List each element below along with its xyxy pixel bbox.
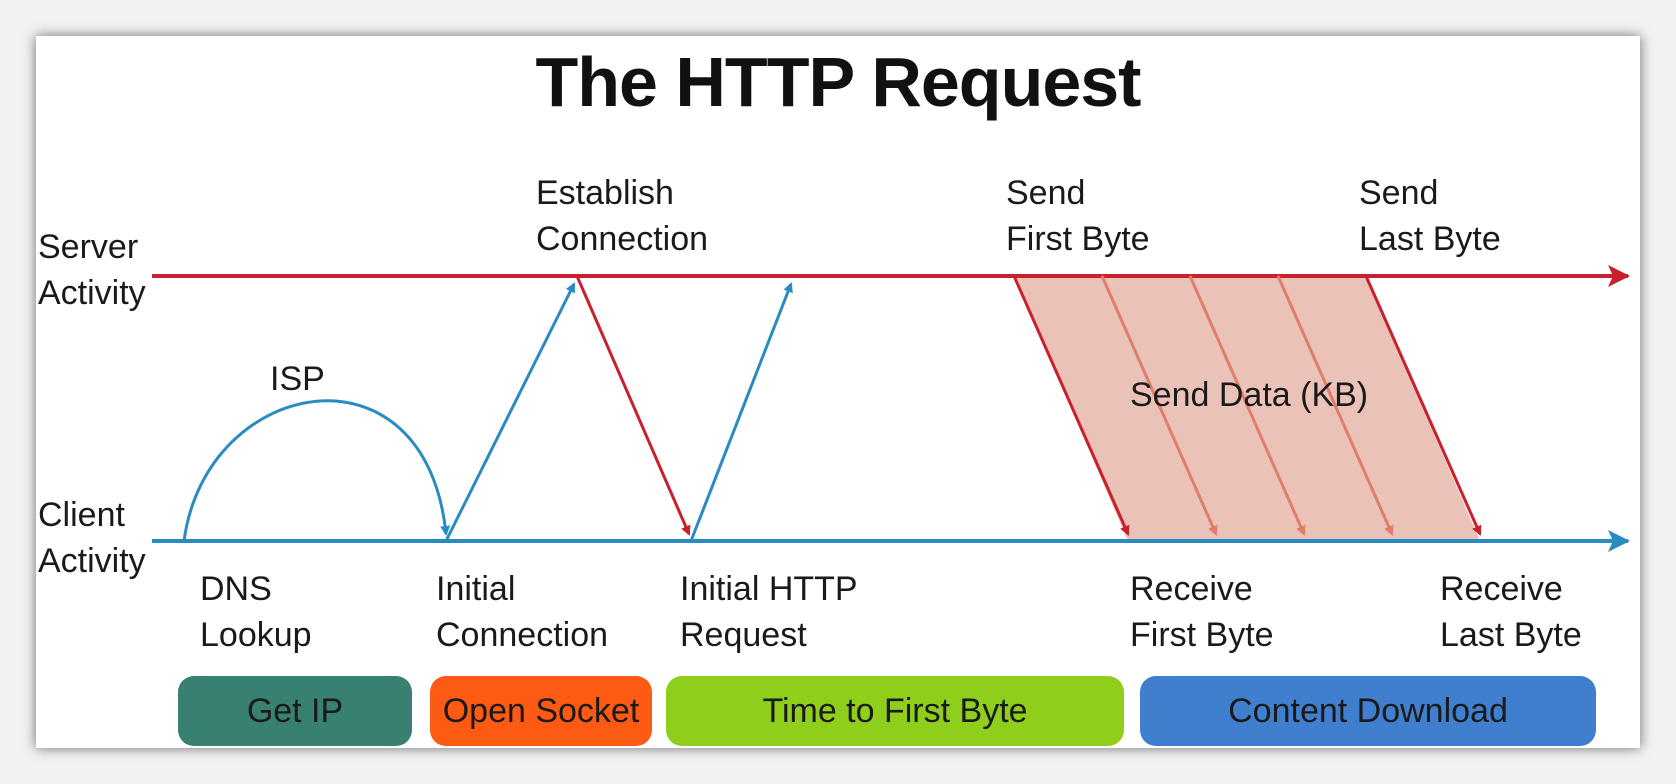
send-last-line1: Send [1359,174,1439,212]
dns-line2: Lookup [200,616,312,654]
receive-first-byte-label: Receive First Byte [1130,566,1274,658]
client-axis-label-line1: Client [38,496,125,534]
server-axis-label: Server Activity [38,224,146,316]
client-axis-label: Client Activity [38,492,146,584]
send-first-line2: First Byte [1006,220,1150,258]
send-last-byte-label: Send Last Byte [1359,170,1501,262]
initial-http-line2: Request [680,616,807,654]
diagram-title: The HTTP Request [535,43,1141,121]
establish-line1: Establish [536,174,674,212]
establish-connection-label: Establish Connection [536,170,708,262]
phase-time-to-first-byte: Time to First Byte [666,676,1124,746]
dns-line1: DNS [200,570,272,608]
initial-connection-arrow [444,282,576,542]
initial-http-line1: Initial HTTP [680,570,858,608]
send-first-byte-label: Send First Byte [1006,170,1150,262]
send-data-label: Send Data (KB) [1130,376,1369,414]
server-axis-label-line2: Activity [38,274,146,312]
isp-label: ISP [270,360,325,398]
data-packet-arrow [1100,275,1218,536]
receive-first-line1: Receive [1130,570,1253,608]
server-axis-label-line1: Server [38,228,139,266]
establish-line2: Connection [536,220,709,258]
receive-last-line2: Last Byte [1440,616,1582,654]
initial-connection-line2: Connection [436,616,609,654]
initial-connection-line1: Initial [436,570,516,608]
receive-first-line2: First Byte [1130,616,1274,654]
send-first-line1: Send [1006,174,1086,212]
send-last-line2: Last Byte [1359,220,1501,258]
phase-open-socket: Open Socket [430,676,652,746]
data-packet-arrow [1276,275,1394,536]
first-byte-arrow [1012,275,1130,536]
receive-last-byte-label: Receive Last Byte [1440,566,1582,658]
receive-last-line1: Receive [1440,570,1563,608]
phase-get-ip: Get IP [178,676,412,746]
data-packet-arrow [1188,275,1306,536]
initial-http-request-arrow [689,282,793,542]
dns-lookup-label: DNS Lookup [200,566,312,658]
last-byte-arrow [1364,275,1482,536]
diagram-card: The HTTP Request [36,36,1640,748]
establish-connection-arrow [575,275,691,536]
dns-lookup-arc [182,399,451,542]
phase-content-download: Content Download [1140,676,1596,746]
timeline-diagram [152,265,1630,552]
client-axis-label-line2: Activity [38,542,146,580]
initial-http-request-label: Initial HTTP Request [680,566,858,658]
initial-connection-label: Initial Connection [436,566,608,658]
